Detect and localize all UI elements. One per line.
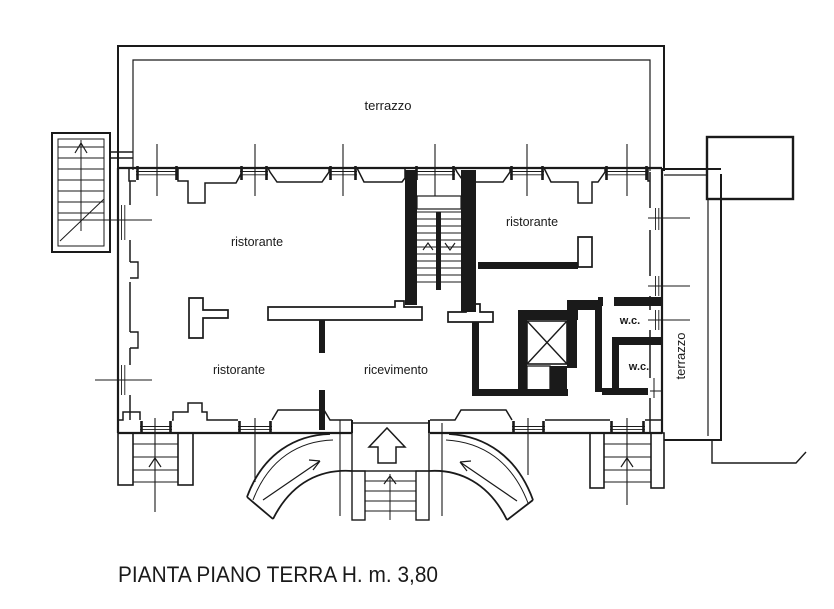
entrance-arrow-icon	[367, 426, 407, 464]
wc-walls	[598, 297, 662, 395]
entrance-staircase	[351, 470, 430, 521]
label-restaurant-upper-left: ristorante	[231, 235, 283, 249]
elevator	[518, 300, 602, 394]
external-stair-bottom-right	[589, 432, 665, 489]
label-restaurant-upper-right: ristorante	[506, 215, 558, 229]
bottom-wall-details	[118, 402, 662, 432]
label-terrace-top: terrazzo	[365, 98, 412, 113]
elevator-lobby	[526, 365, 551, 391]
label-wc-lower: w.c.	[628, 361, 649, 373]
curved-ramp-right	[428, 433, 534, 521]
entrance-landing	[351, 420, 430, 472]
pier-left	[188, 297, 229, 339]
right-terrace-corridor	[663, 168, 807, 464]
stair-up-arrow	[74, 141, 88, 154]
drawing-title: PIANTA PIANO TERRA H. m. 3,80	[118, 562, 438, 587]
central-staircase	[405, 170, 476, 312]
ground-step-line	[711, 441, 807, 464]
ramp-direction-arrow	[459, 460, 518, 502]
label-reception: ricevimento	[364, 363, 428, 377]
partition-center-wall	[267, 300, 423, 430]
elevator-x-icon	[526, 320, 568, 365]
top-wall-details	[128, 166, 650, 204]
label-terrace-right: terrazzo	[673, 333, 688, 380]
left-wall-details	[121, 181, 139, 420]
restaurant-right-wall	[478, 236, 593, 269]
label-wc-upper: w.c.	[619, 315, 640, 327]
terrace-top-outline	[117, 45, 665, 171]
curved-ramp-left	[246, 433, 353, 520]
external-stair-bottom-left	[117, 432, 194, 486]
label-restaurant-lower-left: ristorante	[213, 363, 265, 377]
ramp-direction-arrow	[262, 459, 321, 501]
window-ticks	[95, 144, 690, 516]
external-staircase-top-left	[51, 132, 133, 253]
